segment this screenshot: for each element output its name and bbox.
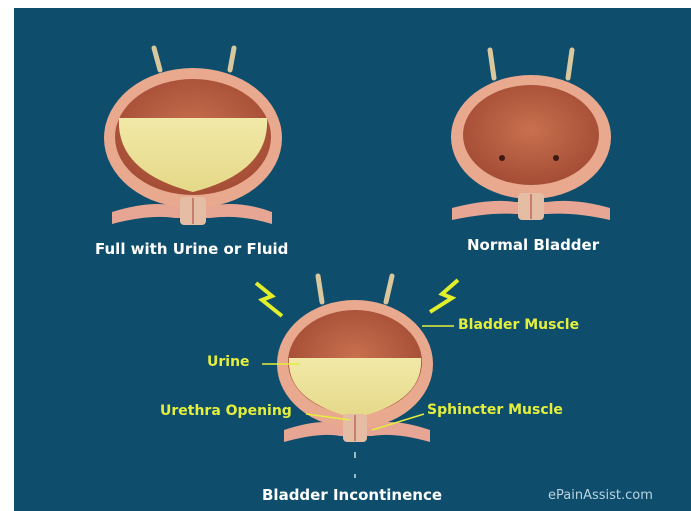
- ureter-tubes: [154, 48, 234, 70]
- normal-bladder: [451, 50, 611, 220]
- caption-normal-bladder: Normal Bladder: [467, 236, 599, 254]
- credit-watermark: ePainAssist.com: [548, 488, 653, 503]
- ureter-opening: [499, 155, 505, 161]
- ureter-opening: [553, 155, 559, 161]
- label-urethra-opening: Urethra Opening: [160, 403, 292, 419]
- lightning-bolt-icon: [430, 280, 458, 312]
- caption-full-bladder: Full with Urine or Fluid: [95, 240, 288, 258]
- ureter-tubes: [490, 50, 572, 78]
- label-bladder-muscle: Bladder Muscle: [458, 317, 579, 333]
- full-bladder: [104, 48, 282, 225]
- lightning-bolt-icon: [256, 283, 282, 316]
- incontinent-bladder: [256, 276, 458, 478]
- ureter-tubes: [318, 276, 392, 302]
- label-urine: Urine: [207, 354, 250, 370]
- bladder-inner: [463, 85, 599, 185]
- label-sphincter-muscle: Sphincter Muscle: [427, 402, 563, 418]
- caption-incontinence: Bladder Incontinence: [262, 486, 442, 504]
